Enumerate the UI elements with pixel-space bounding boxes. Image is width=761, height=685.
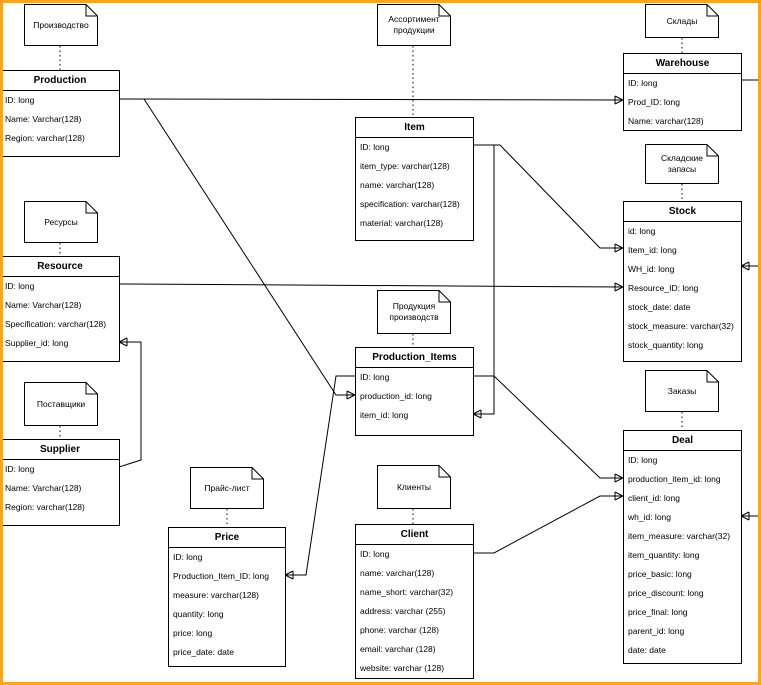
note-clients: Клиенты — [377, 465, 451, 509]
entity-field: price_final: long — [628, 607, 688, 617]
entity-warehouse[interactable]: Warehouse ID: long Prod_ID: long Name: v… — [623, 53, 742, 131]
entity-field: Specification: varchar(128) — [5, 319, 107, 329]
note-items: Ассортимент продукции — [377, 4, 451, 46]
entity-title: Production — [1, 71, 119, 91]
entity-field: price_date: date — [173, 647, 234, 657]
entity-title: Resource — [1, 257, 119, 277]
edge-productionitems-price — [285, 375, 355, 576]
entity-field: Resource_ID: long — [628, 283, 699, 293]
entity-field: address: varchar (255) — [360, 606, 446, 616]
entity-title: Production_Items — [356, 348, 473, 368]
entity-field: WH_id: long — [628, 264, 675, 274]
entity-field: Name: Varchar(128) — [5, 483, 82, 493]
entity-stock[interactable]: Stock id: long Item_id: long WH_id: long… — [623, 201, 742, 362]
entity-title: Item — [356, 118, 473, 138]
entity-title: Deal — [624, 431, 741, 451]
entity-field: Supplier_id: long — [5, 338, 69, 348]
entity-field: name: varchar(128) — [360, 568, 435, 578]
entity-field: material: varchar(128) — [360, 218, 444, 228]
entity-item[interactable]: Item ID: long item_type: varchar(128) na… — [355, 117, 474, 241]
entity-field: date: date — [628, 645, 666, 655]
entity-price[interactable]: Price ID: long Production_Item_ID: long … — [168, 527, 286, 667]
entity-field: price_basic: long — [628, 569, 692, 579]
entity-field: ID: long — [628, 455, 658, 465]
entity-field: stock_quantity: long — [628, 340, 704, 350]
entity-field: production_item_id: long — [628, 474, 721, 484]
entity-field: stock_measure: varchar(32) — [628, 321, 734, 331]
entity-field: Item_id: long — [628, 245, 677, 255]
entity-field: ID: long — [360, 549, 390, 559]
edge-productionitems-deal — [473, 375, 623, 479]
entity-field: item_measure: varchar(32) — [628, 531, 731, 541]
entity-field: item_quantity: long — [628, 550, 700, 560]
entity-production[interactable]: Production ID: long Name: Varchar(128) R… — [0, 70, 120, 157]
entity-field: price_discount: long — [628, 588, 704, 598]
note-orders: Заказы — [645, 370, 719, 412]
edge-supplier-resource — [118, 341, 142, 468]
note-production-items: Продукция производств — [377, 290, 451, 334]
entity-deal[interactable]: Deal ID: long production_item_id: long c… — [623, 430, 742, 664]
entity-field: name: varchar(128) — [360, 180, 435, 190]
entity-field: production_id: long — [360, 391, 432, 401]
edge-item-stock — [473, 144, 623, 249]
entity-field: specification: varchar(128) — [360, 199, 460, 209]
edge-resource-stock — [118, 283, 624, 288]
entity-field: measure: varchar(128) — [173, 590, 259, 600]
entity-field: ID: long — [5, 281, 35, 291]
entity-title: Client — [356, 525, 473, 545]
edge-production-productionitems — [120, 98, 355, 396]
entity-field: quantity: long — [173, 609, 224, 619]
edge-client-deal — [473, 495, 623, 554]
entity-resource[interactable]: Resource ID: long Name: Varchar(128) Spe… — [0, 256, 120, 362]
entity-field: stock_date: date — [628, 302, 691, 312]
entity-production-items[interactable]: Production_Items ID: long production_id:… — [355, 347, 474, 436]
entity-title: Supplier — [1, 440, 119, 460]
entity-field: Production_Item_ID: long — [173, 571, 269, 581]
entity-field: Name: Varchar(128) — [5, 114, 82, 124]
entity-field: ID: long — [5, 464, 35, 474]
entity-field: item_id: long — [360, 410, 409, 420]
note-production: Производство — [24, 4, 98, 46]
entity-field: item_type: varchar(128) — [360, 161, 450, 171]
note-resources: Ресурсы — [24, 201, 98, 243]
entity-field: name_short: varchar(32) — [360, 587, 454, 597]
entity-field: wh_id: long — [628, 512, 672, 522]
entity-field: ID: long — [173, 552, 203, 562]
entity-field: Region: varchar(128) — [5, 502, 85, 512]
entity-title: Price — [169, 528, 285, 548]
entity-field: ID: long — [628, 78, 658, 88]
entity-field: parent_id: long — [628, 626, 685, 636]
entity-field: id: long — [628, 226, 656, 236]
note-warehouses: Склады — [645, 4, 719, 38]
entity-field: email: varchar (128) — [360, 644, 436, 654]
edge-item-productionitems — [473, 144, 495, 415]
entity-title: Stock — [624, 202, 741, 222]
note-suppliers: Поставщики — [24, 382, 98, 426]
entity-field: client_id: long — [628, 493, 680, 503]
entity-field: Prod_ID: long — [628, 97, 680, 107]
note-stock: Складские запасы — [645, 144, 719, 184]
entity-field: Name: Varchar(128) — [5, 300, 82, 310]
entity-title: Warehouse — [624, 54, 741, 74]
entity-supplier[interactable]: Supplier ID: long Name: Varchar(128) Reg… — [0, 439, 120, 526]
entity-field: ID: long — [5, 95, 35, 105]
entity-client[interactable]: Client ID: long name: varchar(128) name_… — [355, 524, 474, 679]
entity-field: website: varchar (128) — [360, 663, 445, 673]
entity-field: phone: varchar (128) — [360, 625, 439, 635]
entity-field: Name: varchar(128) — [628, 116, 704, 126]
note-price-list: Прайс-лист — [190, 467, 264, 509]
entity-field: Region: varchar(128) — [5, 133, 85, 143]
entity-field: ID: long — [360, 372, 390, 382]
entity-field: ID: long — [360, 142, 390, 152]
entity-field: price: long — [173, 628, 213, 638]
edge-production-warehouse — [119, 98, 624, 101]
